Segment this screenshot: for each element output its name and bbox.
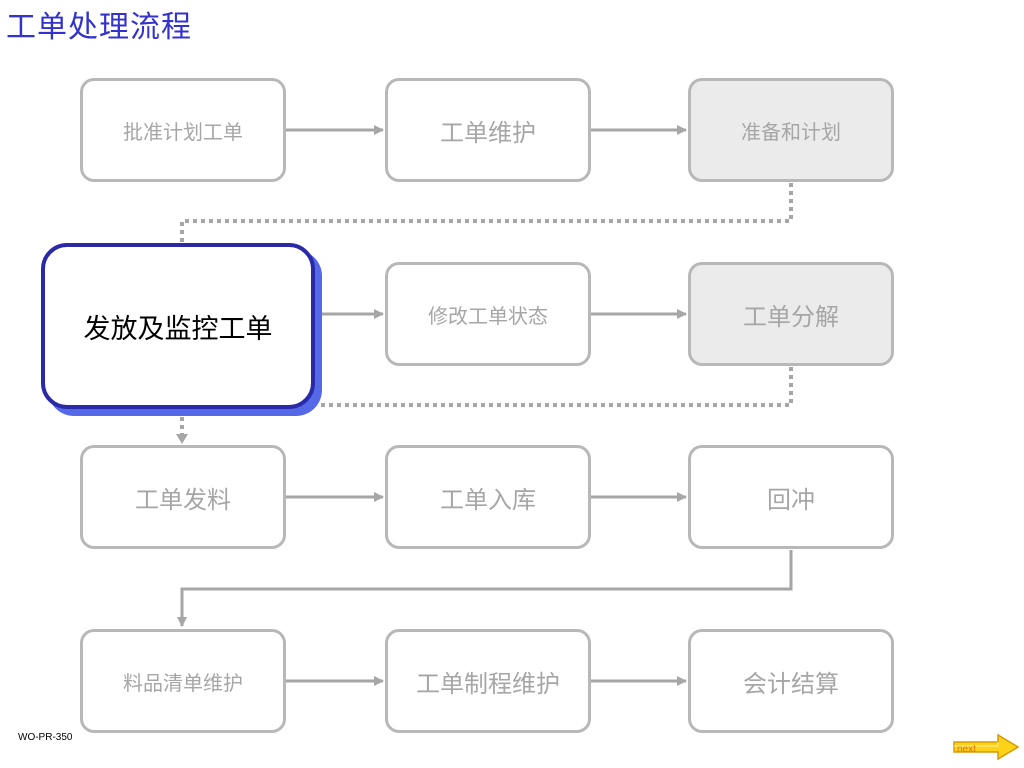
node-receive-label: 工单入库 (440, 485, 536, 514)
node-decompose-label: 工单分解 (743, 302, 839, 331)
node-release-monitor-label: 发放及监控工单 (83, 313, 273, 345)
dotted-decompose-to-release (320, 367, 793, 407)
node-decompose[interactable]: 工单分解 (688, 262, 894, 366)
node-modify-status[interactable]: 修改工单状态 (385, 262, 591, 366)
next-label: next (957, 744, 976, 755)
node-prepare-plan-label: 准备和计划 (741, 119, 841, 144)
node-routing-maintain[interactable]: 工单制程维护 (385, 629, 591, 733)
node-approve-plan[interactable]: 批准计划工单 (80, 78, 286, 182)
node-maintain[interactable]: 工单维护 (385, 78, 591, 182)
dotted-prepare-to-release (180, 183, 793, 243)
node-backflush[interactable]: 回冲 (688, 445, 894, 549)
node-accounting-label: 会计结算 (743, 669, 839, 698)
node-backflush-label: 回冲 (767, 485, 815, 514)
node-issue-material-label: 工单发料 (135, 485, 231, 514)
node-prepare-plan[interactable]: 准备和计划 (688, 78, 894, 182)
page-title: 工单处理流程 (6, 10, 192, 45)
node-accounting[interactable]: 会计结算 (688, 629, 894, 733)
node-receive[interactable]: 工单入库 (385, 445, 591, 549)
node-routing-maintain-label: 工单制程维护 (416, 669, 560, 698)
slide-code: WO-PR-350 (18, 732, 73, 743)
node-issue-material[interactable]: 工单发料 (80, 445, 286, 549)
node-release-monitor[interactable]: 发放及监控工单 (41, 243, 315, 409)
arrow-backflush-to-bom (177, 550, 793, 627)
node-bom-maintain-label: 料品清单维护 (123, 670, 243, 695)
next-arrow-icon (953, 733, 1020, 761)
arrowhead-release-to-issue (176, 434, 188, 444)
node-approve-plan-label: 批准计划工单 (123, 119, 243, 144)
next-button[interactable]: next (952, 732, 1022, 762)
node-maintain-label: 工单维护 (440, 118, 536, 147)
node-bom-maintain[interactable]: 料品清单维护 (80, 629, 286, 733)
node-modify-status-label: 修改工单状态 (428, 303, 548, 328)
